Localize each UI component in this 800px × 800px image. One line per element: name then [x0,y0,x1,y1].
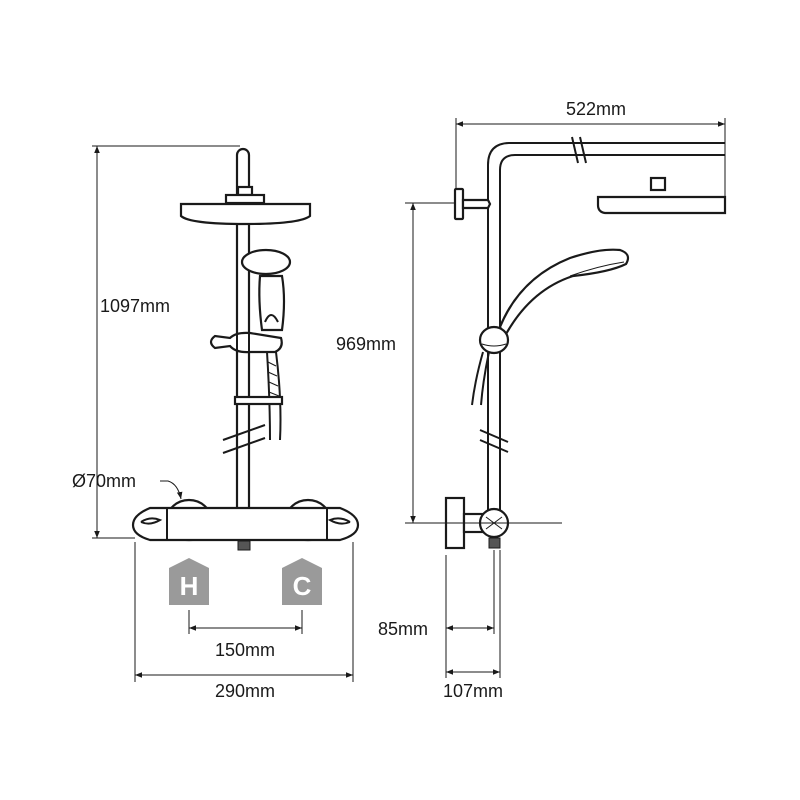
side-view: 522mm 969mm 85mm 107mm [334,99,727,701]
valve-depth-dimension: 85mm [378,550,495,678]
break-mark [222,424,266,454]
knob-diameter-dimension: Ø70mm [72,471,183,500]
shower-arm-and-riser [487,136,725,515]
height-dimension: 1097mm [92,145,240,539]
cold-inlet-badge: C [282,558,322,605]
front-view: H C 1097mm Ø70mm 150mm 290mm [72,145,360,701]
cold-badge-label: C [293,571,312,601]
hot-badge-label: H [180,571,199,601]
hand-shower-side [498,248,630,339]
bracket-height-dimension: 969mm [334,202,562,524]
overall-depth-label: 107mm [443,681,503,701]
thermostatic-valve-body [131,498,360,551]
hot-inlet-badge: H [169,558,209,605]
arm-reach-dimension: 522mm [455,99,726,198]
hose-side [471,351,490,406]
inlet-spacing-label: 150mm [215,640,275,660]
valve-depth-label: 85mm [378,619,428,639]
hand-shower [240,248,292,332]
overhead-shower-head-side [596,176,727,215]
break-mark-side [479,429,509,453]
width-label: 290mm [215,681,275,701]
wall-clip-ring [233,395,284,406]
height-label: 1097mm [100,296,170,316]
wall-bracket [453,187,492,221]
bracket-height-label: 969mm [336,334,396,354]
overall-depth-dimension: 107mm [443,550,503,701]
width-dimension: 290mm [134,542,354,701]
arm-reach-label: 522mm [566,99,626,119]
inlet-spacing-dimension: 150mm [188,610,303,660]
overhead-shower-head [179,185,312,226]
knob-diameter-label: Ø70mm [72,471,136,491]
slider-holder-side [478,325,510,355]
slider-holder [209,331,283,354]
